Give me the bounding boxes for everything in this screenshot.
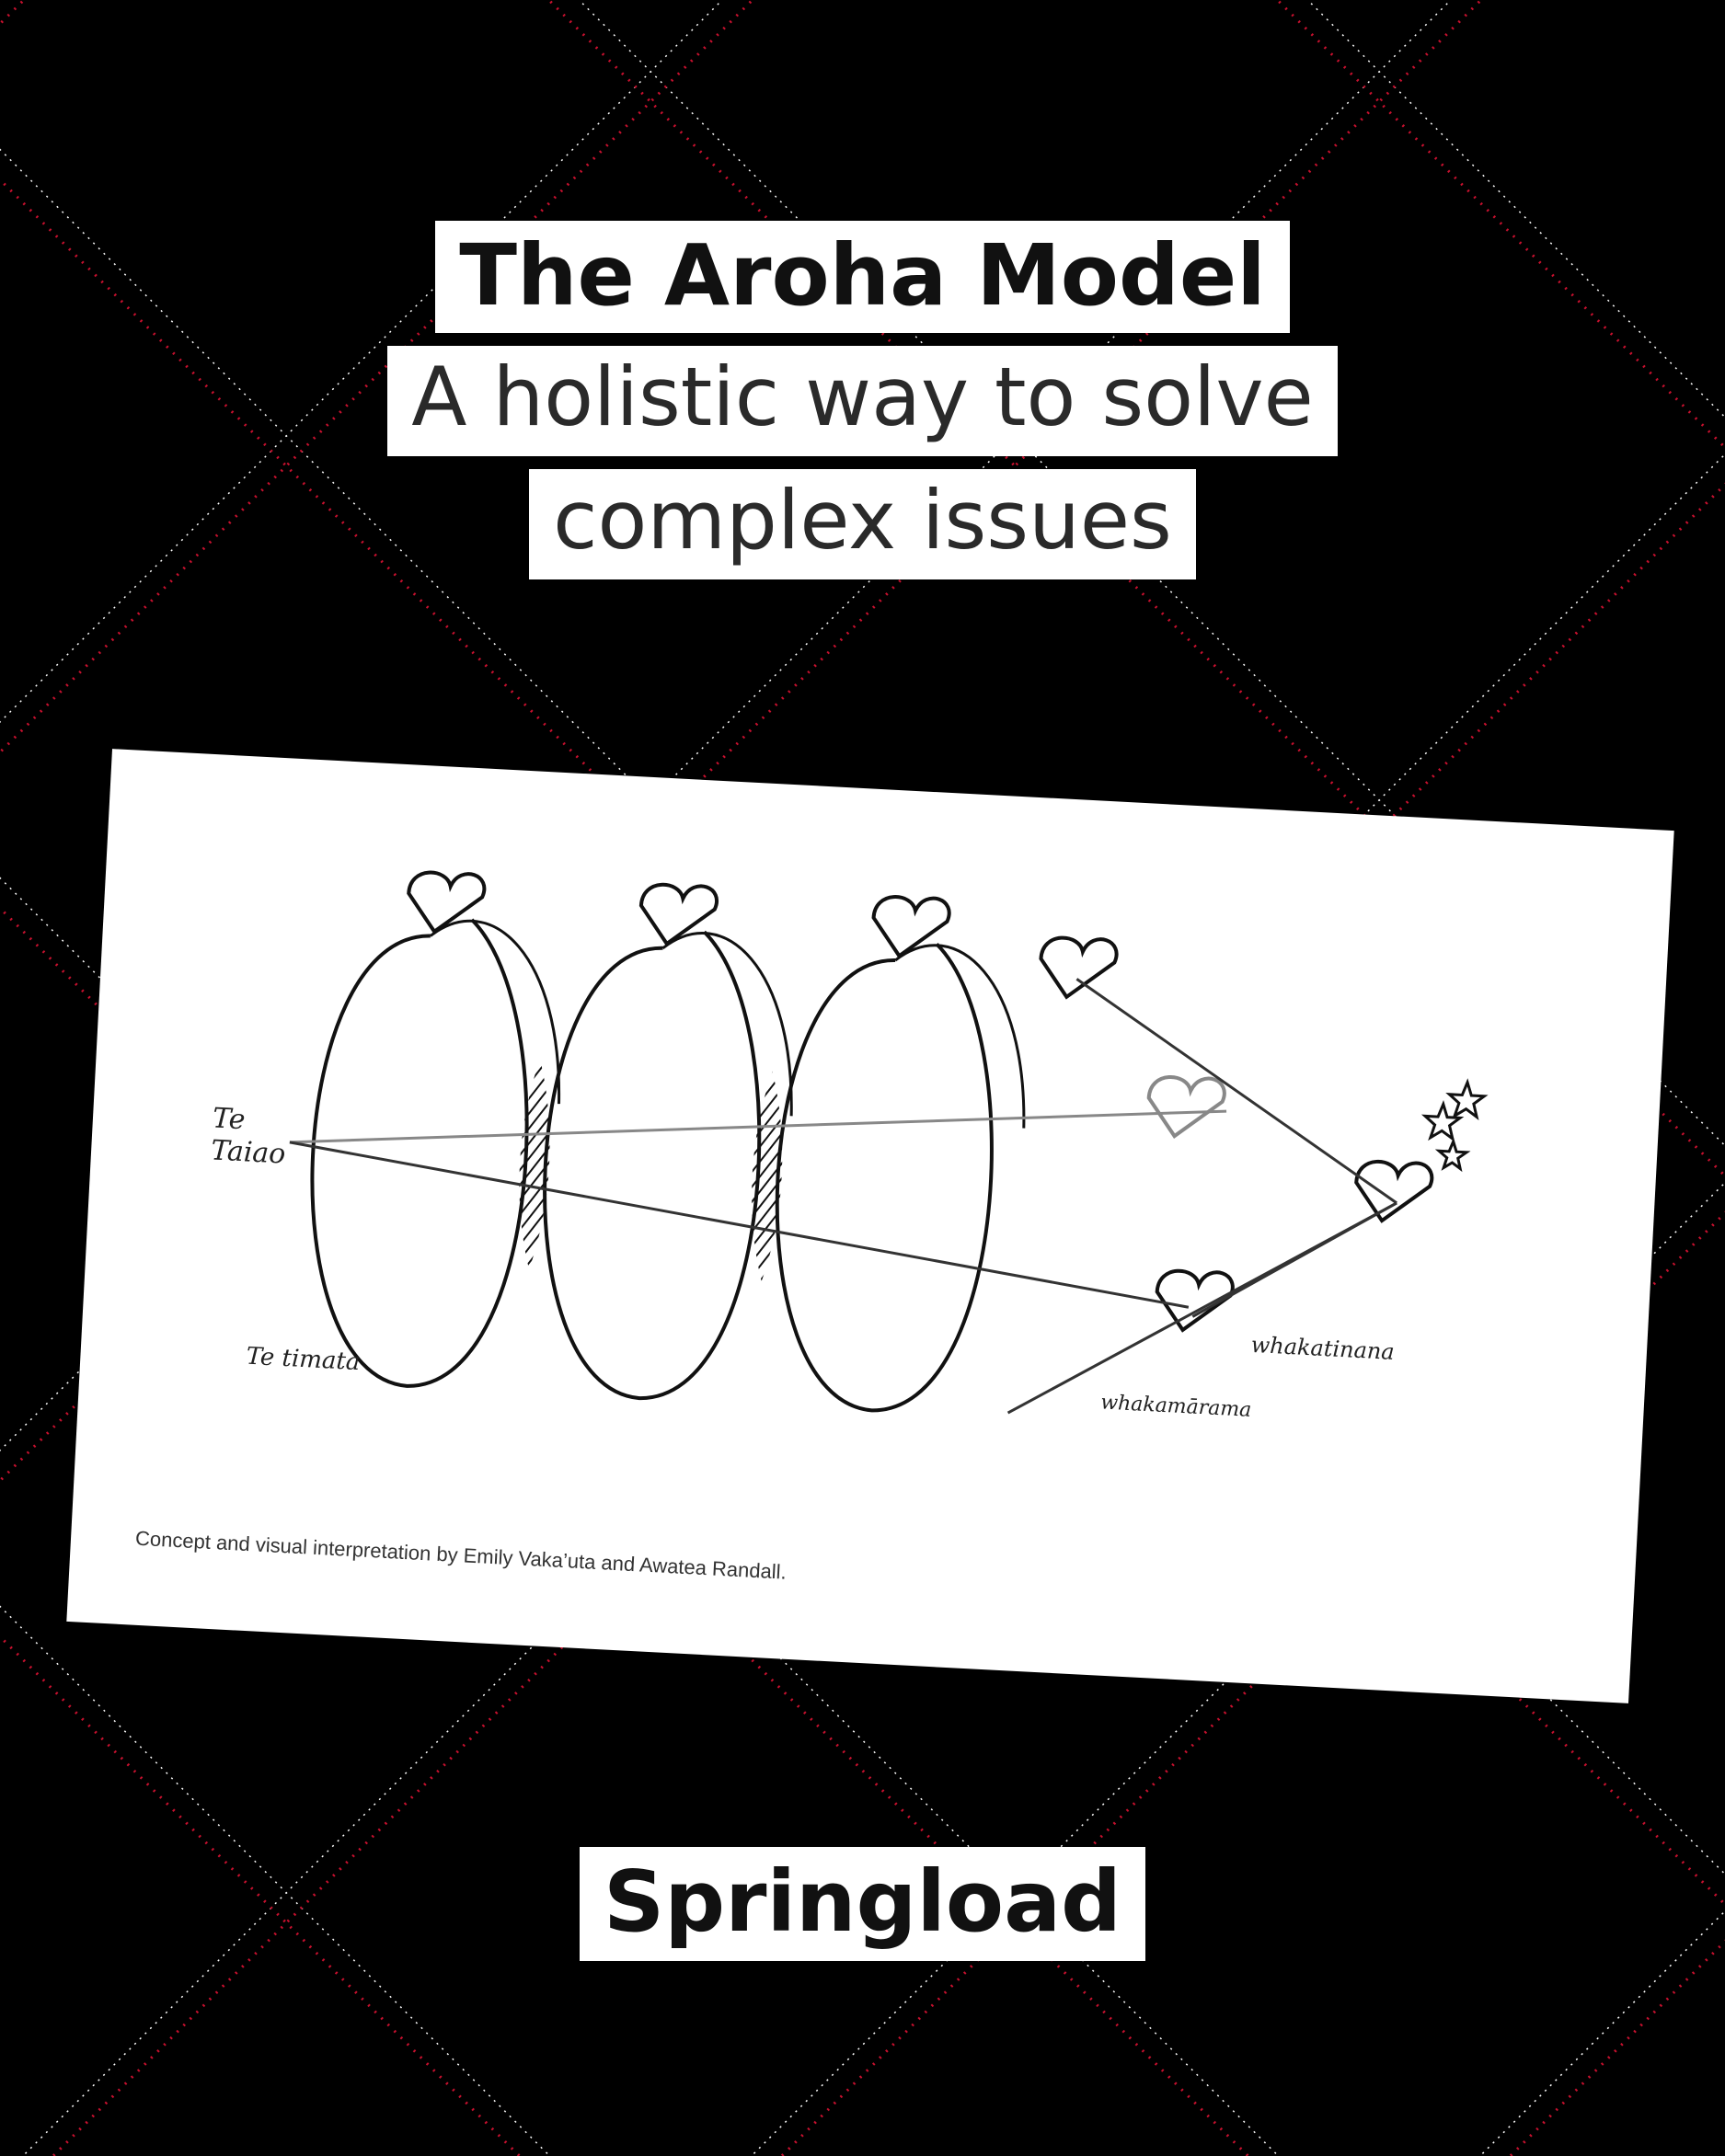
ray-cone-mid: [1191, 1201, 1397, 1318]
koru-heart-7: [1354, 1159, 1434, 1223]
title-label: The Aroha Model: [0, 221, 1725, 333]
koru-heart-1: [407, 870, 487, 935]
ray-lower: [289, 1141, 1190, 1309]
koru-heart-5: [1146, 1075, 1226, 1139]
ray-cone-top: [1075, 978, 1397, 1205]
brand-label: Springload: [0, 1847, 1725, 1961]
overlap-hatch-2: [752, 954, 794, 1405]
stars: [1420, 1078, 1489, 1173]
koru-heart-4: [1039, 935, 1119, 1000]
subtitle-label-2: complex issues: [0, 469, 1725, 579]
koru-heart-2: [638, 882, 719, 946]
label-whakamarama: whakamārama: [1100, 1391, 1252, 1422]
loop-3: [775, 942, 994, 1413]
subtitle-line-2: complex issues: [529, 469, 1196, 579]
subtitle-label-1: A holistic way to solve: [0, 346, 1725, 456]
star-2: [1445, 1078, 1489, 1120]
overlap-hatch-1: [519, 942, 561, 1393]
label-te-taiao-line2: Taiao: [210, 1134, 286, 1170]
koru-hearts: [407, 870, 1434, 1333]
star-3: [1434, 1137, 1471, 1173]
loop-2-back: [661, 932, 793, 1117]
label-te-timata: Te timata: [246, 1343, 361, 1376]
ray-upper: [289, 1109, 1227, 1144]
koru-heart-6: [1155, 1268, 1235, 1333]
subtitle-line-1: A holistic way to solve: [387, 346, 1338, 456]
star-1: [1420, 1099, 1465, 1142]
loop-3-back: [894, 944, 1026, 1129]
loop-2: [543, 930, 762, 1401]
aroha-model-sketch: Te Taiao Te timata whakatinana whakamāra…: [210, 870, 1489, 1422]
label-te-taiao-line1: Te: [212, 1102, 246, 1136]
page-title: The Aroha Model: [435, 221, 1290, 333]
loop-1: [310, 918, 529, 1388]
ray-cone-bottom: [1006, 1201, 1397, 1415]
loop-1-back: [429, 919, 561, 1105]
diagram-card: Te Taiao Te timata whakatinana whakamāra…: [66, 749, 1674, 1703]
koru-heart-3: [871, 895, 951, 959]
label-whakatinana: whakatinana: [1250, 1332, 1395, 1365]
brand-name: Springload: [579, 1847, 1146, 1961]
